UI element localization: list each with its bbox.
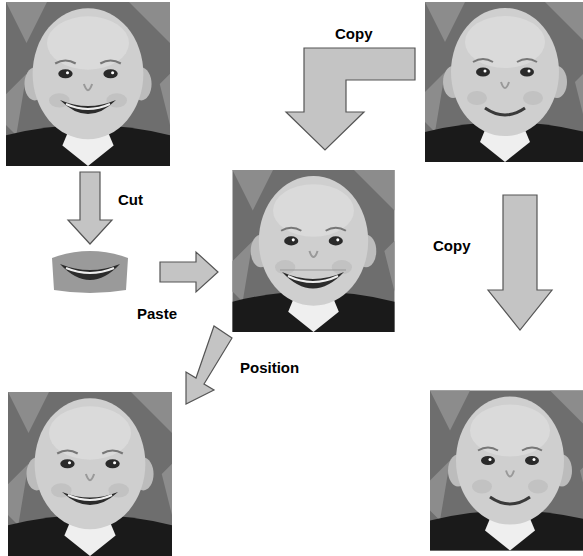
block-arrows bbox=[68, 48, 552, 404]
cut-arrow bbox=[68, 172, 112, 244]
baby-photo bbox=[6, 2, 170, 166]
step-label: Paste bbox=[137, 306, 177, 323]
step-label: Copy bbox=[335, 26, 373, 43]
paste-arrow bbox=[160, 252, 218, 292]
step-label: Cut bbox=[118, 192, 143, 209]
mouth-cutout bbox=[52, 251, 128, 293]
baby-photo bbox=[425, 2, 583, 162]
copy-arrow bbox=[286, 48, 415, 150]
position-arrow bbox=[186, 326, 232, 404]
step-label: Position bbox=[240, 360, 299, 377]
baby-photo bbox=[430, 391, 583, 551]
step-label: Copy bbox=[433, 238, 471, 255]
copy-arrow bbox=[488, 195, 552, 330]
baby-photo bbox=[233, 170, 395, 332]
baby-photo bbox=[8, 392, 172, 556]
